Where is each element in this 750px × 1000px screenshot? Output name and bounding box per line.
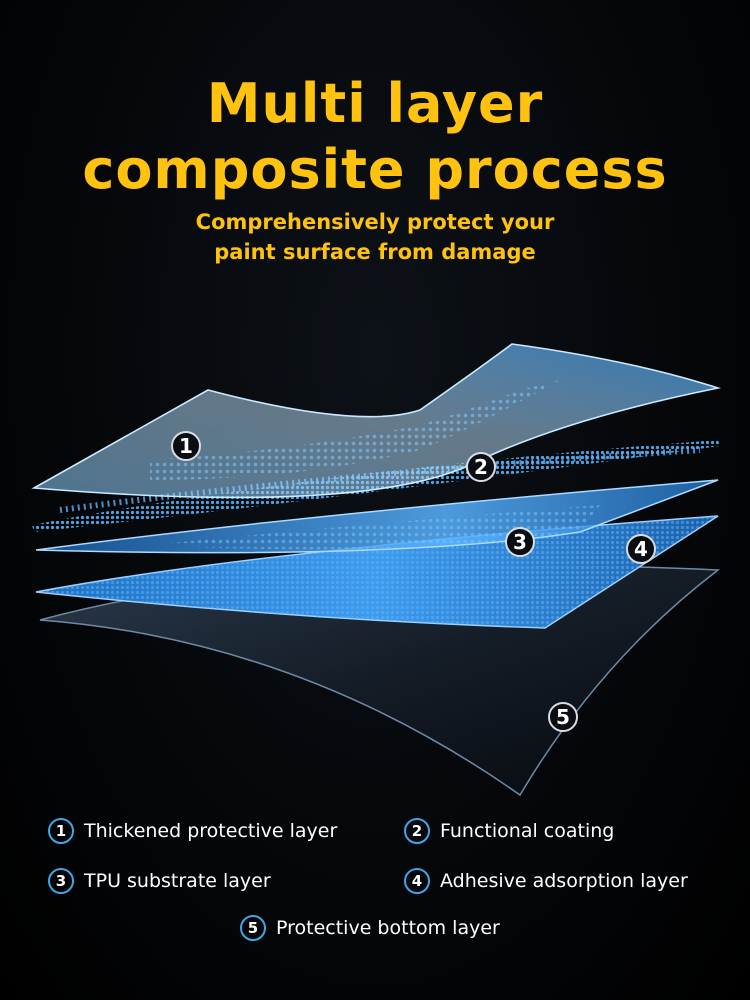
legend-label-5: Protective bottom layer [276,917,500,939]
layer-badge-5: 5 [548,702,578,732]
layer-stack-illustration [31,343,722,797]
legend-number-3: 3 [48,868,74,894]
layer-badge-3: 3 [505,527,535,557]
legend-label-2: Functional coating [440,820,615,842]
page-title-line-1: Multi layer [206,72,544,135]
layer-badge-4: 4 [626,534,656,564]
layer-badge-2: 2 [466,452,496,482]
legend-label-3: TPU substrate layer [84,870,271,892]
page-title-line-2: composite process [82,138,668,201]
legend-item-5: 5 Protective bottom layer [240,913,500,943]
legend-item-1: 1 Thickened protective layer [48,816,337,846]
legend-label-1: Thickened protective layer [84,820,338,842]
legend-number-2: 2 [404,818,430,844]
layer-1-sheet [31,343,722,499]
legend-item-2: 2 Functional coating [404,816,614,846]
layer-badge-1: 1 [171,431,201,461]
legend-label-4: Adhesive adsorption layer [440,870,688,892]
legend-number-5: 5 [240,915,266,941]
subtitle-line-1: Comprehensively protect your [195,210,555,234]
legend-item-4: 4 Adhesive adsorption layer [404,866,688,896]
legend-item-3: 3 TPU substrate layer [48,866,271,896]
legend-number-1: 1 [48,818,74,844]
subtitle-line-2: paint surface from damage [214,240,536,264]
legend-number-4: 4 [404,868,430,894]
